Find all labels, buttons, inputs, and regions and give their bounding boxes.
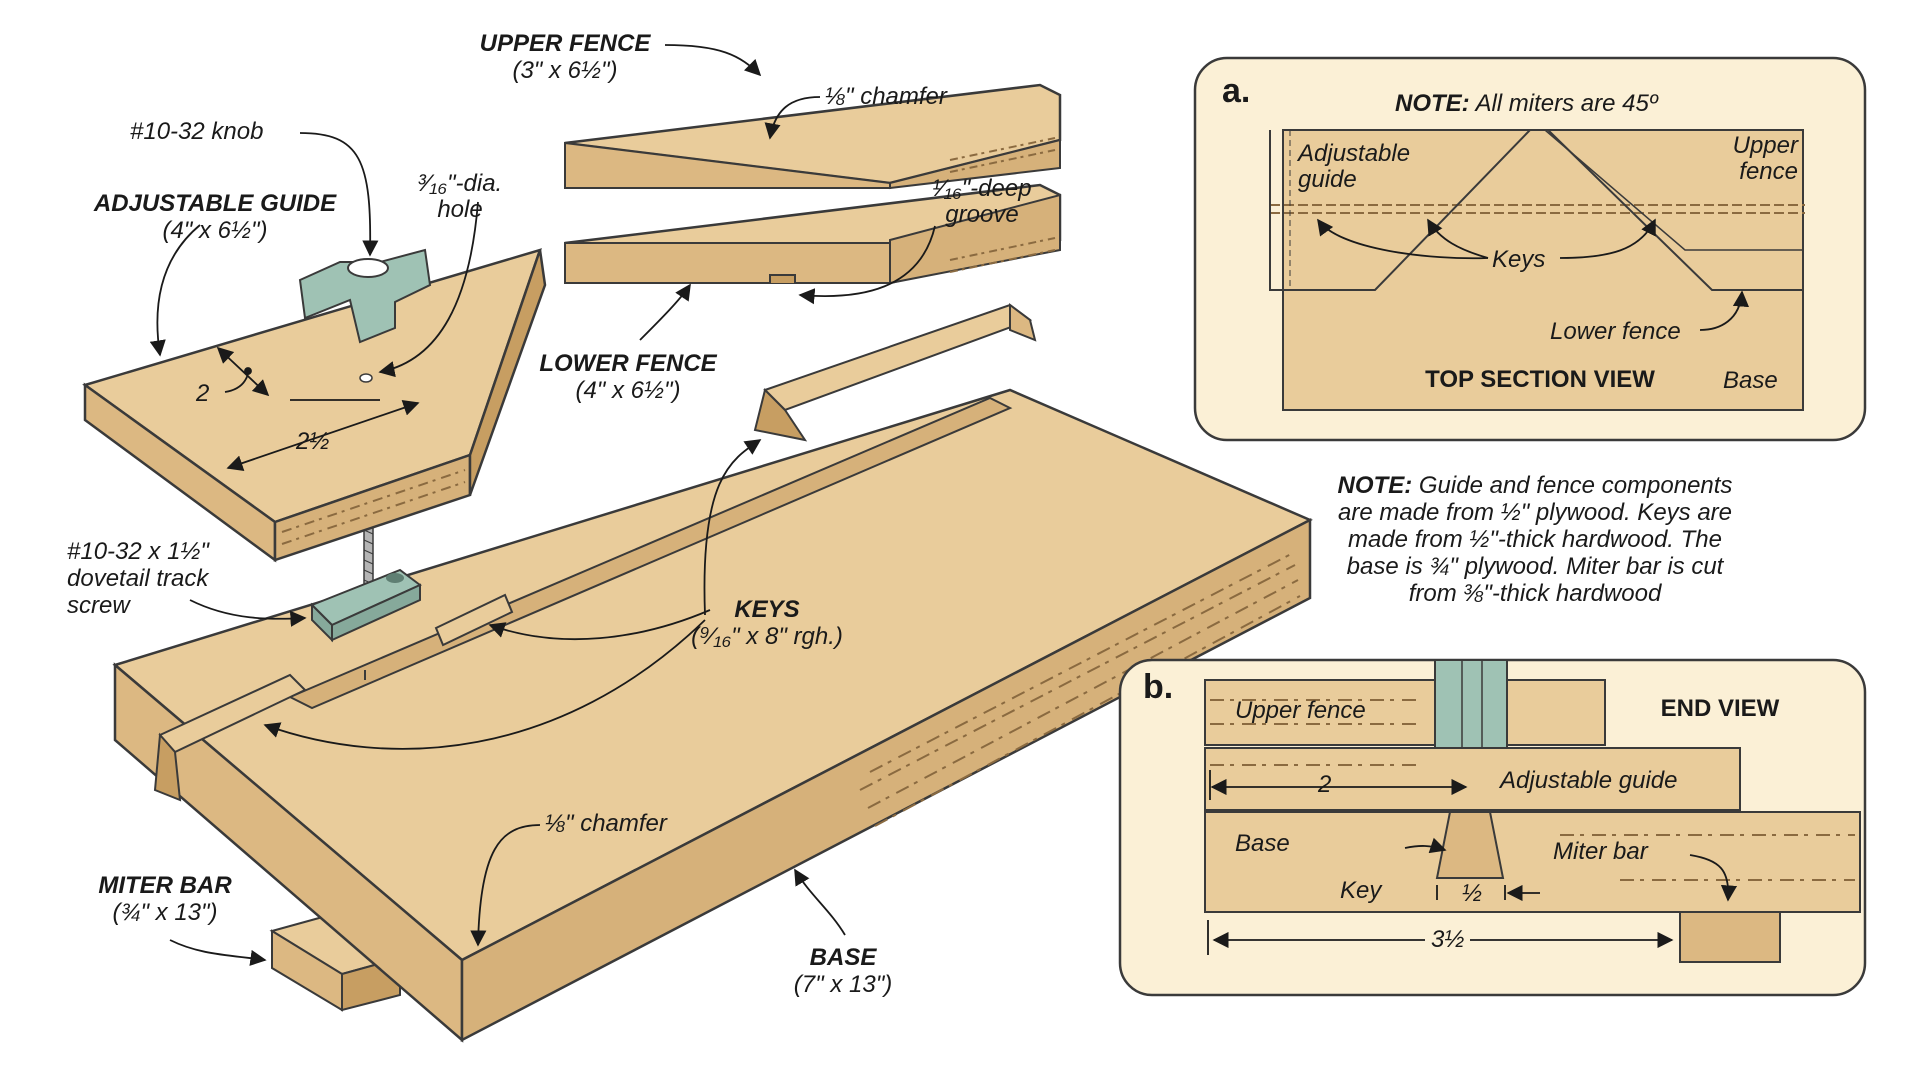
adjustable-guide xyxy=(82,248,547,563)
panel-a-base: Base xyxy=(1723,367,1778,394)
key-front xyxy=(153,673,307,802)
guide-dim-2: 2 xyxy=(196,380,210,407)
lower-fence-dim: (4" x 6½") xyxy=(575,377,681,404)
upper-fence-title: UPPER FENCE xyxy=(479,30,651,57)
panel-b-dim-half: ½ xyxy=(1462,880,1483,907)
panel-a-lower-fence: Lower fence xyxy=(1550,318,1681,345)
screw-label-l1: #10-32 x 1½" xyxy=(67,538,209,565)
panel-b-key: Key xyxy=(1340,877,1382,904)
guide-dim-2-half: 2½ xyxy=(296,428,330,455)
key-floating xyxy=(753,303,1037,442)
panel-a-adj-guide-l1: Adjustable xyxy=(1298,140,1411,167)
general-note-text: Guide and fence components are made from… xyxy=(1337,472,1733,607)
panel-a-note-bold: NOTE: xyxy=(1395,90,1470,117)
panel-a-keys: Keys xyxy=(1492,246,1546,273)
hole-label-l1: ³⁄₁₆"-dia. xyxy=(417,170,503,197)
adjustable-guide-dim: (4" x 6½") xyxy=(162,217,268,244)
panel-a-letter: a. xyxy=(1222,72,1251,110)
knob-label: #10-32 knob xyxy=(130,118,264,145)
panel-a-view-title: TOP SECTION VIEW xyxy=(1425,366,1655,393)
general-materials-note: NOTE: Guide and fence components are mad… xyxy=(1335,472,1735,607)
leader-lines xyxy=(149,44,936,966)
panel-a-adj-guide-l2: guide xyxy=(1298,166,1357,193)
panel-a-note-text: All miters are 45º xyxy=(1469,90,1658,117)
upper-fence xyxy=(564,83,1062,190)
panel-a-upper-fence-l1: Upper xyxy=(1732,132,1798,159)
hole-label-l2: hole xyxy=(437,196,483,223)
panel-b-adj-guide: Adjustable guide xyxy=(1500,767,1678,794)
panel-b-dim-3-half: 3½ xyxy=(1425,926,1471,953)
adjustable-guide-title: ADJUSTABLE GUIDE xyxy=(93,190,337,217)
panel-a-top-section-view xyxy=(1193,56,1867,442)
upper-chamfer-label: ⅛" chamfer xyxy=(825,83,947,110)
panel-b-dim-2: 2 xyxy=(1318,771,1332,798)
panel-b-letter: b. xyxy=(1143,668,1174,706)
key-middle xyxy=(434,593,514,647)
track-screw xyxy=(310,519,422,643)
knob xyxy=(298,248,432,344)
lower-fence-title: LOWER FENCE xyxy=(539,350,717,377)
panel-b-upper-fence: Upper fence xyxy=(1235,697,1366,724)
lower-fence xyxy=(564,183,1062,285)
panel-b-view-title: END VIEW xyxy=(1660,695,1780,722)
keys-dim: (⁹⁄₁₆" x 8" rgh.) xyxy=(691,623,843,650)
screw-label-l2: dovetail track xyxy=(67,565,209,592)
panel-a-upper-fence-l2: fence xyxy=(1739,158,1798,185)
upper-fence-dim: (3" x 6½") xyxy=(512,57,618,84)
panel-b-base: Base xyxy=(1235,830,1290,857)
groove-label-l2: groove xyxy=(945,201,1019,228)
panel-a-note: NOTE: All miters are 45º xyxy=(1395,90,1658,117)
groove-label-l1: ¹⁄₁₆"-deep xyxy=(932,175,1032,202)
base-title: BASE xyxy=(809,944,877,971)
panel-b-miter-bar: Miter bar xyxy=(1553,838,1648,865)
base-dim: (7" x 13") xyxy=(793,971,893,998)
general-note-bold: NOTE: xyxy=(1337,472,1413,499)
miter-bar-title: MITER BAR xyxy=(98,872,232,899)
panel-b-end-view xyxy=(1118,658,1867,997)
screw-label-l3: screw xyxy=(67,592,130,619)
miter-bar-dim: (¾" x 13") xyxy=(112,899,218,926)
base-board xyxy=(112,388,1313,1043)
base-chamfer-label: ⅛" chamfer xyxy=(545,810,667,837)
keys-title: KEYS xyxy=(734,596,800,623)
